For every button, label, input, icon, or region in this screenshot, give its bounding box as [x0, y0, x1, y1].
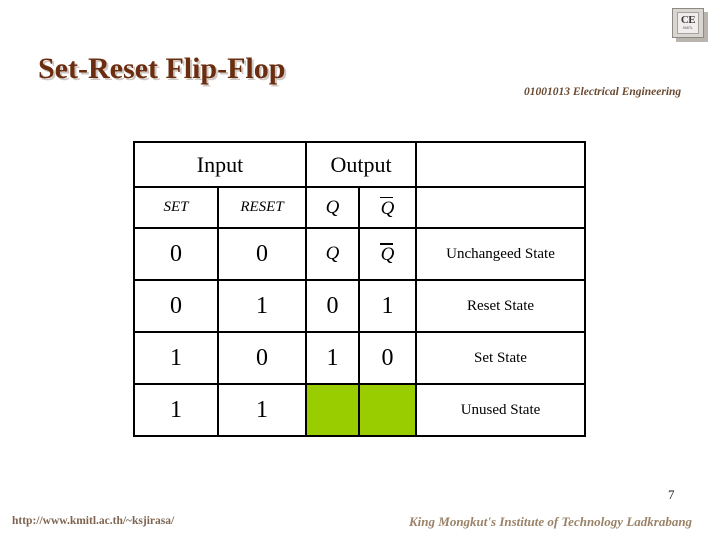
logo-submark-text: KMITL [683, 26, 693, 31]
cell-q: 1 [305, 331, 360, 385]
logo-chip-body: CE KMITL [672, 8, 704, 38]
cell-note: Unused State [415, 383, 586, 437]
header-q-bar: Q [358, 186, 417, 229]
footer-institution: King Mongkut's Institute of Technology L… [409, 514, 693, 529]
group-header-note-blank [415, 141, 586, 188]
cell-set: 1 [133, 331, 219, 385]
cell-reset: 0 [217, 227, 307, 281]
truth-table: Input Output SET RESET Q Q 0 0 Q Q Uncha… [133, 141, 586, 437]
cell-q-bar: Q [358, 227, 417, 281]
logo-mark-text: CE [680, 14, 696, 27]
table-row: 1 0 1 0 Set State [133, 331, 586, 385]
page-number: 7 [668, 487, 675, 502]
cell-set: 0 [133, 227, 219, 281]
course-label: 01001013 Electrical Engineering [524, 86, 682, 98]
footer-url[interactable]: http://www.kmitl.ac.th/~ksjirasa/ [12, 515, 175, 527]
page-title: Set-Reset Flip-Flop [38, 52, 286, 85]
table-row: 1 1 Unused State [133, 383, 586, 437]
cell-reset: 1 [217, 383, 307, 437]
cell-note: Unchangeed State [415, 227, 586, 281]
cell-set: 1 [133, 383, 219, 437]
table-signal-header-row: SET RESET Q Q [133, 186, 586, 229]
cell-note: Reset State [415, 279, 586, 333]
group-header-output: Output [305, 141, 417, 188]
table-group-header-row: Input Output [133, 141, 586, 188]
header-note-blank [415, 186, 586, 229]
cell-q-bar-highlighted [358, 383, 417, 437]
table-row: 0 0 Q Q Unchangeed State [133, 227, 586, 281]
cell-q-bar: 0 [358, 331, 417, 385]
cell-q-bar: 1 [358, 279, 417, 333]
cell-note: Set State [415, 331, 586, 385]
logo-inner-plate: CE KMITL [677, 12, 699, 34]
cell-q-highlighted [305, 383, 360, 437]
cell-reset: 1 [217, 279, 307, 333]
cell-q: 0 [305, 279, 360, 333]
cell-q: Q [305, 227, 360, 281]
header-reset: RESET [217, 186, 307, 229]
cell-set: 0 [133, 279, 219, 333]
group-header-input: Input [133, 141, 307, 188]
header-set: SET [133, 186, 219, 229]
cell-reset: 0 [217, 331, 307, 385]
ce-chip-icon: CE KMITL [672, 8, 710, 44]
header-q: Q [305, 186, 360, 229]
table-row: 0 1 0 1 Reset State [133, 279, 586, 333]
